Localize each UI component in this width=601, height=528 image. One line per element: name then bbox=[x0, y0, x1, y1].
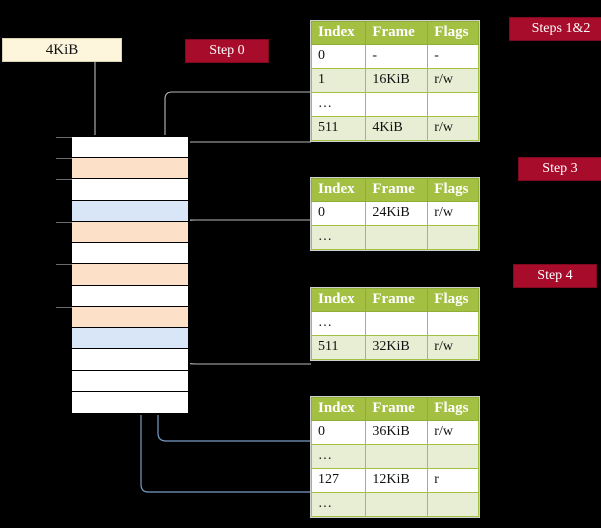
table-cell: r/w bbox=[427, 68, 479, 93]
memory-frame-row bbox=[72, 328, 188, 350]
table-cell: 36KiB bbox=[365, 420, 429, 445]
table-cell: - bbox=[365, 44, 429, 69]
table-cell: 0 bbox=[310, 201, 367, 226]
column-header-frame: Frame bbox=[365, 397, 429, 421]
table-cell: 16KiB bbox=[365, 68, 429, 93]
column-header-flags: Flags bbox=[427, 397, 479, 421]
wire-l2-row511 bbox=[170, 306, 311, 365]
memory-frame-row bbox=[72, 158, 188, 180]
table-cell: 12KiB bbox=[365, 468, 429, 493]
column-header-frame: Frame bbox=[365, 288, 429, 312]
step-badge-steps1and2: Steps 1&2 bbox=[510, 18, 601, 40]
memory-row-tick bbox=[56, 158, 72, 160]
table-cell: 0 bbox=[310, 420, 367, 445]
table-cell: 32KiB bbox=[365, 335, 429, 360]
memory-frame-row bbox=[72, 137, 188, 159]
table-cell: … bbox=[310, 92, 367, 117]
column-header-frame: Frame bbox=[365, 21, 429, 45]
table-cell bbox=[365, 444, 429, 469]
table-row: … bbox=[310, 225, 479, 250]
column-header-index: Index bbox=[310, 178, 367, 202]
table-cell: r/w bbox=[427, 116, 479, 141]
step-badge-step0: Step 0 bbox=[186, 40, 268, 62]
table-cell: 1 bbox=[310, 68, 367, 93]
memory-frame-row bbox=[72, 285, 188, 307]
memory-row-tick bbox=[56, 221, 72, 223]
table-row: … bbox=[310, 492, 479, 517]
frame-4kib-box: 4KiB bbox=[2, 38, 122, 62]
table-cell: r/w bbox=[427, 420, 479, 445]
table-cell bbox=[365, 225, 429, 250]
table-cell: … bbox=[310, 225, 367, 250]
table-cell: r/w bbox=[427, 201, 479, 226]
table-cell bbox=[427, 225, 479, 250]
memory-row-tick bbox=[56, 306, 72, 308]
table-cell bbox=[427, 444, 479, 469]
table-cell: 511 bbox=[310, 116, 367, 141]
table-row: … bbox=[310, 92, 479, 117]
table-cell: … bbox=[310, 311, 367, 336]
table-cell bbox=[365, 311, 429, 336]
table-cell bbox=[427, 492, 479, 517]
memory-frame-row bbox=[72, 306, 188, 329]
physical-memory-column bbox=[70, 135, 190, 415]
column-header-index: Index bbox=[310, 21, 367, 45]
table-cell: … bbox=[310, 492, 367, 517]
table-row: … bbox=[310, 444, 479, 469]
column-header-flags: Flags bbox=[427, 178, 479, 202]
table-cell bbox=[427, 92, 479, 117]
memory-frame-row bbox=[72, 200, 188, 222]
table-cell: 127 bbox=[310, 468, 367, 493]
table-cell: 0 bbox=[310, 44, 367, 69]
table-row: … bbox=[310, 311, 479, 336]
table-cell bbox=[365, 92, 429, 117]
table-cell: 24KiB bbox=[365, 201, 429, 226]
step-badge-step3: Step 3 bbox=[519, 158, 601, 180]
table-cell: 511 bbox=[310, 335, 367, 360]
memory-frame-row bbox=[72, 264, 188, 286]
column-header-frame: Frame bbox=[365, 178, 429, 202]
frame-4kib-label: 4KiB bbox=[45, 42, 79, 58]
table-cell bbox=[365, 492, 429, 517]
memory-row-tick bbox=[56, 264, 72, 266]
column-header-flags: Flags bbox=[427, 288, 479, 312]
table-cell: … bbox=[310, 444, 367, 469]
column-header-index: Index bbox=[310, 397, 367, 421]
table-row: 0-- bbox=[310, 44, 479, 69]
memory-frame-row bbox=[72, 243, 188, 265]
memory-frame-row bbox=[72, 221, 188, 244]
memory-frame-row bbox=[72, 179, 188, 201]
column-header-index: Index bbox=[310, 288, 367, 312]
table-cell: r bbox=[427, 468, 479, 493]
table-cell: r/w bbox=[427, 335, 479, 360]
table-cell: - bbox=[427, 44, 479, 69]
memory-row-tick bbox=[56, 137, 72, 138]
table-cell: 4KiB bbox=[365, 116, 429, 141]
memory-frame-row bbox=[72, 370, 188, 392]
step-badge-step4: Step 4 bbox=[514, 265, 596, 287]
table-cell bbox=[427, 311, 479, 336]
memory-frame-row bbox=[72, 349, 188, 371]
column-header-flags: Flags bbox=[427, 21, 479, 45]
wire-l3-row0 bbox=[177, 219, 311, 245]
memory-frame-row bbox=[72, 391, 188, 413]
memory-row-tick bbox=[56, 179, 72, 181]
